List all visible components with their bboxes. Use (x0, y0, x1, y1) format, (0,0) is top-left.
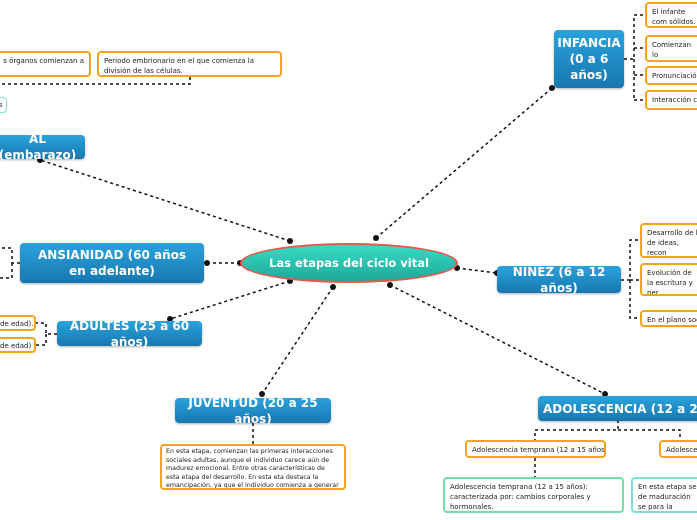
stage-ansianidad[interactable]: ANSIANIDAD (60 años en adelante) (20, 243, 204, 283)
sub-adolescencia-temprana[interactable]: Adolescencia temprana (12 a 15 años) (465, 440, 606, 458)
note-infancia-3[interactable]: Pronunciació (645, 66, 697, 85)
note-text: s (0, 101, 3, 109)
note-infancia-2[interactable]: Comienzan lo autónoma, pr (645, 35, 697, 62)
sub-adolescencia-2[interactable]: Adolesce (659, 440, 697, 458)
note-text: Evolución de la escritura y per (647, 269, 693, 296)
note-adultes-1[interactable]: de edad). (0, 315, 36, 331)
stage-prenatal[interactable]: AL (embarazo) (0, 132, 85, 162)
note-ninez-2[interactable]: Evolución de la escritura y per (640, 263, 697, 296)
note-adolescencia-2[interactable]: En esta etapa se de maduración se para l… (631, 477, 697, 513)
stage-label: ADULTES (25 a 60 años) (69, 318, 190, 349)
note-text: El infante com sólidos. (652, 8, 696, 26)
stage-juventud[interactable]: JUVENTUD (20 a 25 años) (175, 396, 331, 426)
stage-label: ANSIANIDAD (60 años en adelante) (37, 248, 186, 278)
note-text: Pronunciació (652, 72, 697, 80)
note-text: En esta etapa se de maduración se para l… (638, 483, 697, 511)
note-text: de edad) (0, 342, 32, 350)
note-prenatal-3[interactable]: s (0, 97, 7, 113)
note-text: Periodo embrionario en el que comienza l… (104, 57, 254, 75)
note-prenatal-1[interactable]: s órganos comienzan a (0, 51, 91, 77)
note-text: Desarrollo de l de ideas, recon estructu… (647, 229, 697, 257)
note-text: Adolescencia temprana (12 a 15 años) (472, 446, 606, 454)
note-juventud[interactable]: En esta etapa, comienzan las primeras in… (160, 444, 346, 490)
note-infancia-1[interactable]: El infante com sólidos. (645, 2, 697, 28)
note-ninez-3[interactable]: En el plano soc (640, 310, 697, 327)
stage-label: ADOLESCENCIA (12 a 20 añ (543, 401, 697, 416)
note-text: Comienzan lo autónoma, pr (652, 41, 692, 59)
stage-adultes[interactable]: ADULTES (25 a 60 años) (57, 319, 202, 349)
central-topic-label: Las etapas del ciclo vital (269, 256, 429, 270)
stage-label: JUVENTUD (20 a 25 años) (188, 395, 318, 426)
note-adolescencia-1[interactable]: Adolescencia temprana (12 a 15 años): ca… (443, 477, 624, 513)
note-text: de edad). (0, 320, 34, 328)
note-adultes-2[interactable]: de edad) (0, 337, 36, 353)
note-infancia-4[interactable]: Interacción co (645, 90, 697, 110)
stage-label: AL (embarazo) (0, 132, 77, 162)
stage-adolescencia[interactable]: ADOLESCENCIA (12 a 20 añ (538, 396, 697, 421)
note-text: En esta etapa, comienzan las primeras in… (166, 448, 339, 490)
central-topic[interactable]: Las etapas del ciclo vital (240, 243, 458, 283)
note-text: s órganos comienzan a (3, 57, 84, 65)
stage-infancia[interactable]: INFANCIA (0 a 6 años) (554, 30, 624, 88)
note-prenatal-2[interactable]: Periodo embrionario en el que comienza l… (97, 51, 282, 77)
note-ninez-1[interactable]: Desarrollo de l de ideas, recon estructu… (640, 223, 697, 258)
stage-label: NIÑEZ (6 a 12 años) (512, 264, 606, 295)
note-text: Adolesce (666, 446, 697, 454)
stage-label: INFANCIA (0 a 6 años) (557, 36, 621, 82)
stage-ninez[interactable]: NIÑEZ (6 a 12 años) (497, 264, 621, 295)
note-text: Adolescencia temprana (12 a 15 años): ca… (450, 483, 591, 511)
note-text: En el plano soc (647, 316, 697, 324)
note-text: Interacción co (652, 96, 697, 104)
